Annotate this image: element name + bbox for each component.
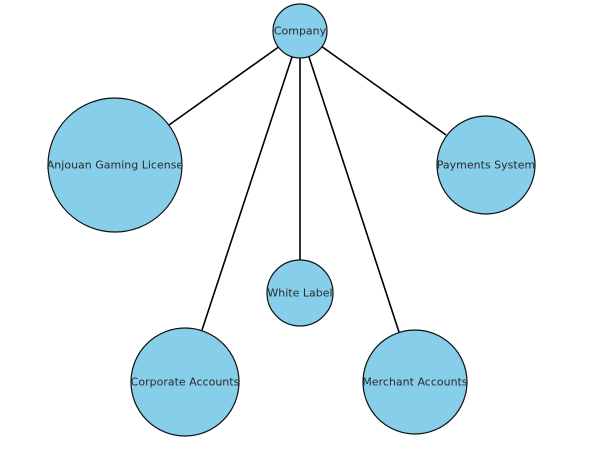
node-corporate-circle	[130, 327, 240, 437]
node-white-label-label: White Label	[267, 287, 332, 300]
node-white-label[interactable]: White Label	[266, 259, 334, 327]
node-corporate-label: Corporate Accounts	[131, 376, 240, 389]
node-payments-circle	[436, 115, 536, 215]
node-corporate-accounts[interactable]: Corporate Accounts	[130, 327, 240, 437]
node-anjouan-gaming-license[interactable]: Anjouan Gaming License	[47, 97, 184, 233]
node-anjouan-circle	[47, 97, 183, 233]
node-payments-label: Payments System	[437, 159, 535, 172]
node-merchant-circle	[362, 329, 468, 435]
edges	[168, 45, 447, 333]
node-white-label-circle	[266, 259, 334, 327]
node-company-label: Company	[274, 25, 327, 38]
node-merchant-accounts[interactable]: Merchant Accounts	[362, 329, 468, 435]
node-merchant-label: Merchant Accounts	[362, 376, 467, 389]
edge-company-payments	[320, 45, 447, 136]
node-anjouan-label: Anjouan Gaming License	[47, 159, 184, 172]
edge-company-anjouan	[168, 45, 281, 126]
node-company[interactable]: Company	[272, 3, 328, 59]
edge-company-merchant	[308, 56, 400, 333]
edge-company-corporate	[201, 56, 293, 331]
node-company-circle	[272, 3, 328, 59]
node-payments-system[interactable]: Payments System	[436, 115, 536, 215]
